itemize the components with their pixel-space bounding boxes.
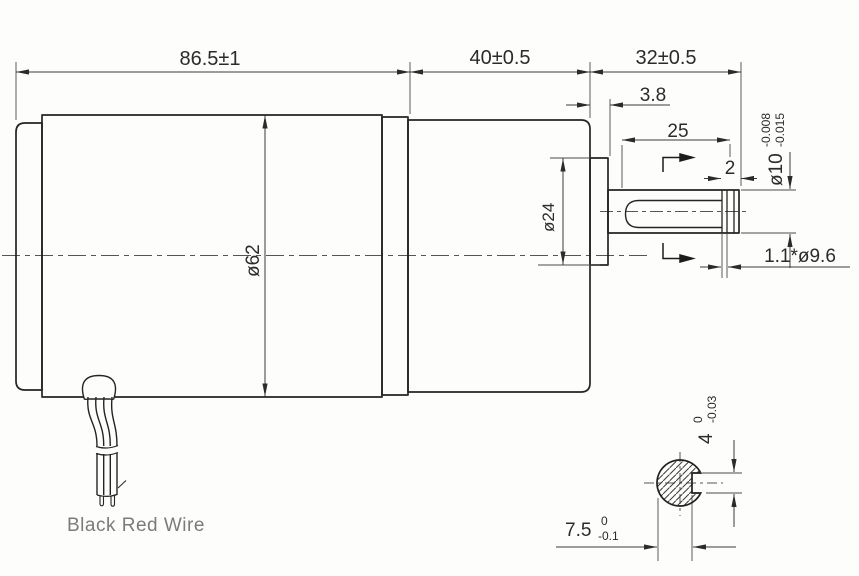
flat-height-tol-lower: -0.03 (705, 395, 719, 423)
dimension-lines (16, 69, 850, 550)
section-arrow-top (662, 156, 681, 172)
flat-height-label: 4 (696, 433, 717, 444)
wire-boot (81, 374, 117, 401)
wire-bundle-bottom-cap (96, 493, 118, 497)
boss-thickness-label: 3.8 (640, 85, 666, 106)
flat-width-tol-lower: -0.1 (598, 529, 619, 543)
wire-lead-right (110, 495, 116, 507)
shaft-diameter-tol-lower: -0.015 (773, 113, 787, 147)
shaft-total-length-label: 32±0.5 (635, 47, 696, 69)
extension-lines (15, 62, 796, 561)
wire (81, 374, 127, 507)
shaft-diameter-tol-upper: -0.008 (759, 113, 773, 147)
groove-to-end-label: 2 (725, 158, 736, 179)
wire-bundle-lower (96, 453, 118, 495)
gearbox-body (407, 119, 591, 393)
shaft-flat-length-label: 25 (667, 121, 688, 142)
motor-outline (15, 114, 740, 398)
wire-label: Black Red Wire (67, 515, 205, 536)
gearbox-length-label: 40±0.5 (469, 47, 530, 69)
overall-length-label: 86.5±1 (179, 48, 240, 70)
shaft-diameter-label: ø10 (766, 153, 787, 186)
shaft-section-shape (656, 459, 703, 507)
dimension-labels: 86.5±1 40±0.5 32±0.5 3.8 25 2 ø10 -0.008… (67, 47, 836, 543)
rear-end-cap (15, 122, 43, 391)
section-cut-arrows (662, 153, 696, 263)
body-diameter-label: ø62 (243, 244, 264, 277)
shaft-flat-outline (624, 199, 722, 229)
flat-width-label: 7.5 (565, 520, 591, 541)
section-arrow-bottom (662, 243, 681, 260)
wire-lead-left (99, 496, 105, 507)
wire-bundle-upper (87, 396, 118, 447)
output-shaft (607, 189, 740, 234)
shaft-cross-section (656, 459, 703, 507)
wire-tick (117, 480, 127, 489)
flat-height-tol-upper: 0 (691, 416, 705, 423)
wire-break-caps (95, 444, 119, 456)
flat-width-tol-upper: 0 (601, 514, 608, 528)
boss-diameter-label: ø24 (539, 203, 558, 232)
circlip-groove-label: 1.1*ø9.6 (764, 246, 836, 267)
centerlines (2, 211, 750, 516)
